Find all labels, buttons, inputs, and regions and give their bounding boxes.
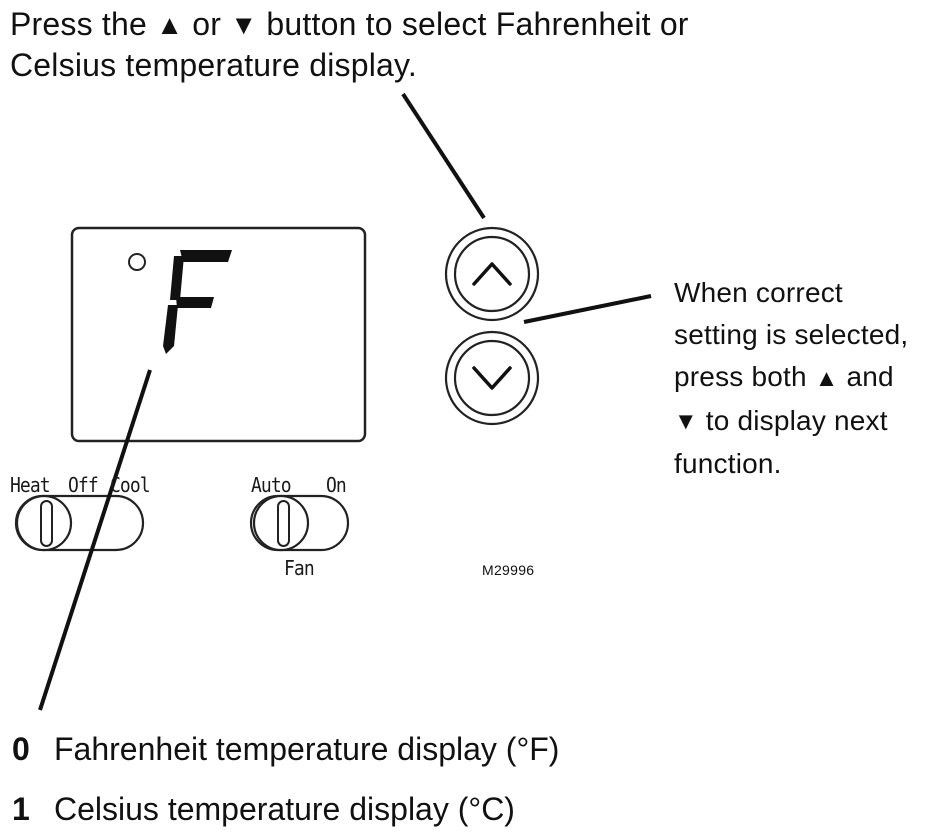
side-note-line3-before: press both	[674, 361, 815, 392]
option-item-fahrenheit: 0 Fahrenheit temperature display (°F)	[12, 729, 559, 769]
side-note-line-2: setting is selected,	[674, 319, 909, 350]
switch-label-auto: Auto	[251, 473, 292, 497]
side-note-line-3: press both ▲ and	[674, 356, 952, 400]
up-triangle-icon: ▲	[814, 364, 839, 392]
option-item-celsius: 1 Celsius temperature display (°C)	[12, 789, 515, 829]
option-value: 0	[12, 731, 30, 767]
down-button[interactable]	[444, 330, 540, 426]
instruction-middle: or	[183, 6, 231, 42]
down-triangle-icon: ▼	[674, 408, 698, 436]
down-triangle-icon: ▼	[230, 9, 258, 41]
leader-line-side-note	[523, 294, 652, 324]
up-button[interactable]	[444, 226, 540, 322]
leader-line-options	[38, 369, 152, 711]
up-triangle-icon: ▲	[156, 9, 184, 41]
chevron-down-icon	[472, 366, 512, 390]
side-note-line4-end: to display next	[697, 404, 888, 436]
chevron-up-icon	[472, 262, 512, 286]
instruction-before: Press the	[10, 6, 157, 42]
side-note-line-5: function.	[674, 448, 782, 480]
leader-line-instruction	[401, 92, 486, 220]
instruction-text: Press the ▲ or ▼ button to select Fahren…	[10, 4, 910, 85]
switch-label-fan: Fan	[284, 556, 315, 580]
instruction-line-2: Celsius temperature display.	[10, 47, 417, 84]
instruction-line1-end: button to select Fahrenheit or	[257, 6, 689, 42]
switch-label-cool: Cool	[110, 473, 151, 497]
system-switch-knob[interactable]	[40, 500, 53, 547]
side-note-line-1: When correct	[674, 277, 843, 308]
switch-label-on: On	[326, 473, 347, 497]
side-note-line3-end: and	[838, 361, 894, 392]
side-note-line-4: ▼ to display next	[674, 400, 952, 444]
side-note: When correct setting is selected, press …	[674, 272, 952, 485]
fan-switch[interactable]	[249, 494, 350, 552]
switch-label-off: Off	[68, 473, 99, 497]
model-code: M29996	[482, 562, 535, 578]
segment-f-glyph	[163, 250, 232, 354]
option-text: Fahrenheit temperature display (°F)	[54, 731, 560, 767]
option-value: 1	[12, 791, 30, 827]
option-text: Celsius temperature display (°C)	[54, 791, 515, 827]
switch-label-heat: Heat	[10, 473, 51, 497]
fan-switch-knob[interactable]	[277, 500, 290, 547]
system-switch[interactable]	[14, 494, 145, 552]
degree-symbol-icon	[128, 253, 146, 271]
instruction-line-1: Press the ▲ or ▼ button to select Fahren…	[10, 4, 910, 45]
